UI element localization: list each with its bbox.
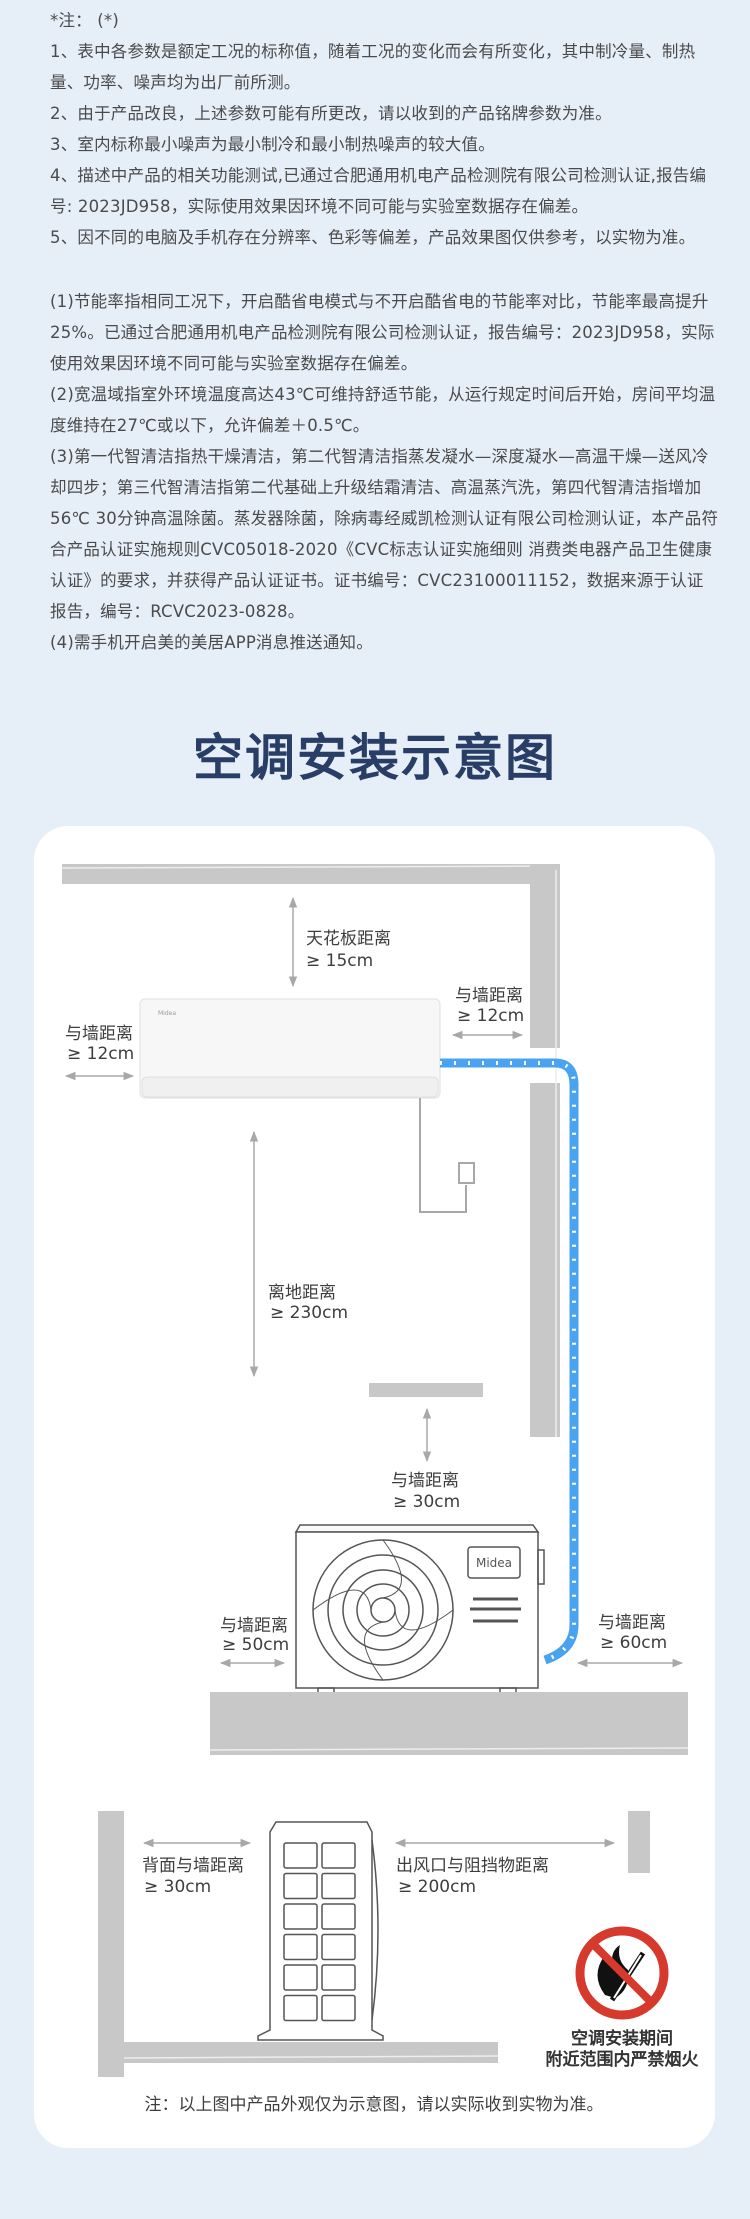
- outdoor-right-value: ≥ 60cm: [600, 1633, 667, 1653]
- feature-note: (3)第一代智清洁指热干燥清洁，第二代智清洁指蒸发凝水—深度凝水—高温干燥—送风…: [50, 447, 719, 621]
- section-title: 空调安装示意图: [193, 729, 557, 787]
- socket-icon: [458, 1162, 475, 1184]
- feature-note: (1)节能率指相同工况下，开启酷省电模式与不开启酷省电的节能率对比，节能率最高提…: [50, 292, 715, 373]
- overhang-slab: [369, 1383, 483, 1397]
- power-cable: [419, 1098, 467, 1213]
- outdoor-unit-side: [257, 1821, 384, 2041]
- grille-panel: [283, 1994, 318, 2022]
- feature-note: (2)宽温域指室外环境温度高达43℃可维持舒适节能，从运行规定时间后开始，房间平…: [50, 385, 716, 435]
- note-item: 4、描述中产品的相关功能测试,已通过合肥通用机电产品检测院有限公司检测认证,报告…: [50, 166, 707, 216]
- ceiling-wall: [61, 864, 561, 884]
- outdoor-right-label: 与墙距离: [598, 1613, 666, 1633]
- ground-slab: [209, 1692, 689, 1755]
- feature-note: (4)需手机开启美的美居APP消息推送通知。: [50, 633, 373, 652]
- notes-heading: *注： (*): [50, 11, 120, 30]
- right-wall: [530, 864, 560, 1437]
- indoor-right-label: 与墙距离: [455, 986, 523, 1006]
- warning-line1: 空调安装期间: [571, 2028, 673, 2049]
- indoor-left-value: ≥ 12cm: [67, 1044, 134, 1064]
- note-item: 1、表中各参数是额定工况的标称值，随着工况的变化而会有所变化，其中制冷量、制热量…: [50, 42, 696, 92]
- outdoor-top-label: 与墙距离: [391, 1471, 459, 1491]
- brand-logo: Midea: [476, 1556, 512, 1570]
- note-item: 5、因不同的电脑及手机存在分辨率、色彩等偏差，产品效果图仅供参考，以实物为准。: [50, 228, 696, 247]
- floor-label: 离地距离: [268, 1283, 336, 1303]
- grille-panel: [321, 1872, 356, 1900]
- grille-panel: [283, 1872, 318, 1900]
- grille-panel: [283, 1964, 318, 1991]
- outlet-label: 出风口与阻挡物距离: [396, 1856, 549, 1876]
- back-value: ≥ 30cm: [144, 1877, 211, 1897]
- grille-panel: [283, 1903, 318, 1930]
- indoor-right-value: ≥ 12cm: [457, 1006, 524, 1026]
- outdoor-top-value: ≥ 30cm: [393, 1492, 460, 1512]
- indoor-unit: Midea: [139, 998, 441, 1099]
- note-item: 3、室内标称最小噪声为最小制冷和最小制热噪声的较大值。: [50, 135, 495, 154]
- grille-panel: [321, 1903, 356, 1930]
- side-view-walls: [98, 1811, 650, 2077]
- outdoor-left-value: ≥ 50cm: [222, 1635, 289, 1655]
- diagram-footnote: 注：以上图中产品外观仅为示意图，请以实际收到实物为准。: [145, 2095, 604, 2115]
- grille-panel: [283, 1933, 318, 1961]
- ceiling-label: 天花板距离: [306, 929, 391, 949]
- no-fire-icon: [575, 1926, 669, 2020]
- grille-panel: [321, 1933, 356, 1961]
- feature-notes: (1)节能率指相同工况下，开启酷省电模式与不开启酷省电的节能率对比，节能率最高提…: [50, 286, 720, 658]
- warning-line2: 附近范围内严禁烟火: [546, 2049, 700, 2070]
- grille-panel: [321, 1964, 356, 1991]
- ceiling-value: ≥ 15cm: [306, 951, 373, 971]
- outdoor-left-label: 与墙距离: [220, 1616, 288, 1636]
- grille-panel: [283, 1842, 318, 1869]
- back-label: 背面与墙距离: [142, 1856, 244, 1876]
- floor-value: ≥ 230cm: [270, 1303, 348, 1323]
- general-notes: *注： (*) 1、表中各参数是额定工况的标称值，随着工况的变化而会有所变化，其…: [50, 5, 720, 253]
- outdoor-unit: [294, 1524, 545, 1694]
- note-item: 2、由于产品改良，上述参数可能有所更改，请以收到的产品铭牌参数为准。: [50, 104, 612, 123]
- outlet-value: ≥ 200cm: [398, 1877, 476, 1897]
- grille-panel: [321, 1994, 356, 2022]
- indoor-left-label: 与墙距离: [65, 1024, 133, 1044]
- svg-text:Midea: Midea: [158, 1010, 176, 1017]
- refrigerant-pipe: [440, 1058, 579, 1665]
- grille-panel: [321, 1842, 356, 1869]
